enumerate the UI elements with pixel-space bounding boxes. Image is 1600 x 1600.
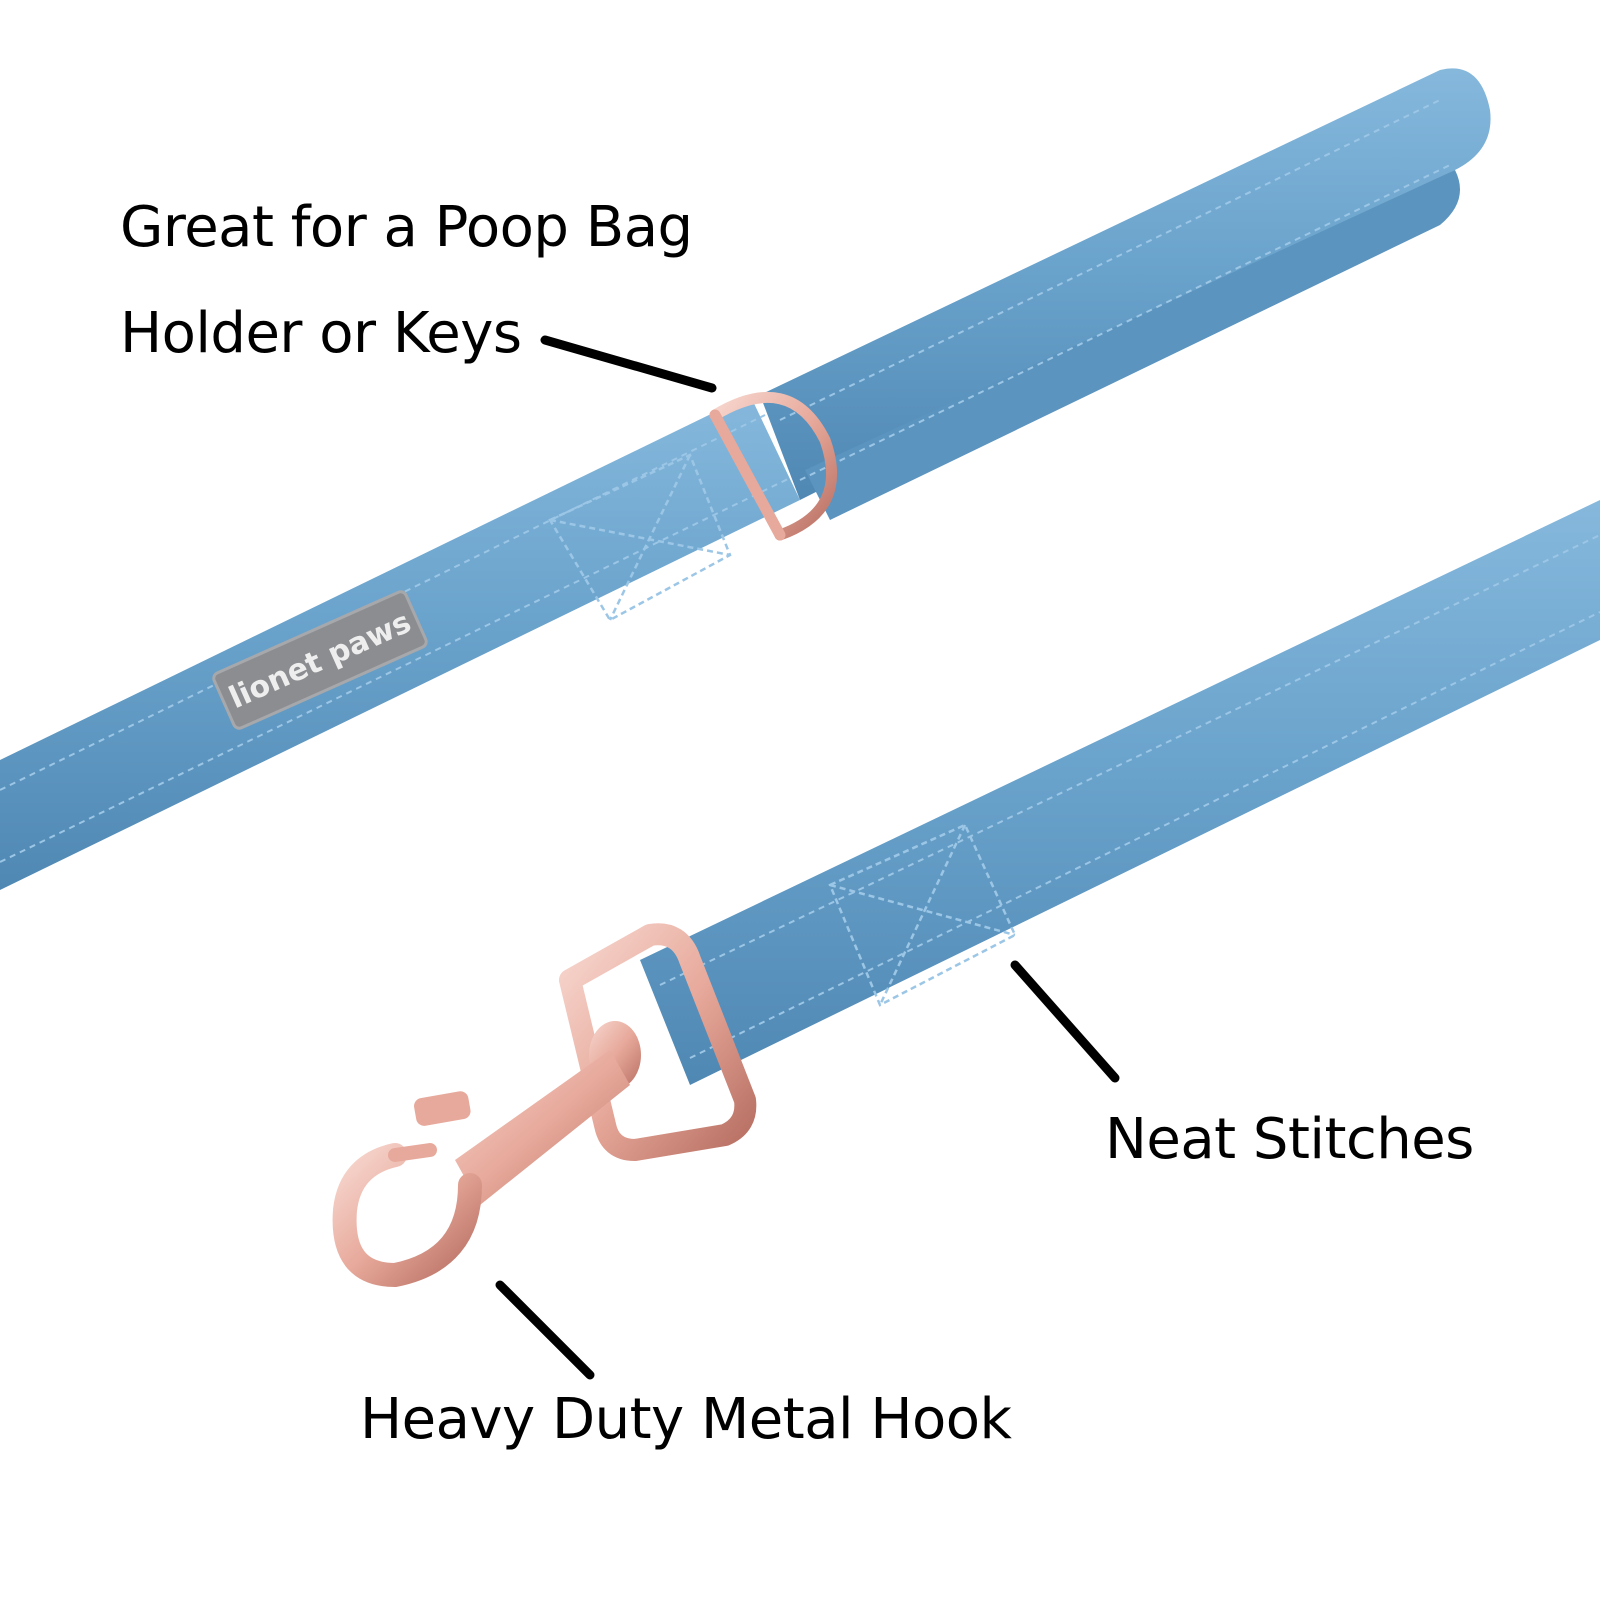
handle-stitch-patch bbox=[548, 453, 732, 622]
handle-loop bbox=[760, 68, 1491, 520]
d-ring bbox=[709, 391, 838, 541]
leader-line-poop-bag bbox=[540, 335, 717, 393]
callout-neat-stitches: Neat Stitches bbox=[1105, 1107, 1474, 1172]
leader-line-hook bbox=[495, 1280, 595, 1380]
strap-stitch-patch bbox=[828, 823, 1017, 1007]
leader-lines bbox=[495, 335, 1120, 1380]
callout-poop-bag-line1: Great for a Poop Bag bbox=[120, 195, 693, 260]
callout-metal-hook: Heavy Duty Metal Hook bbox=[360, 1387, 1012, 1452]
leader-line-stitches bbox=[1010, 960, 1120, 1083]
lower-strap bbox=[640, 500, 1600, 1085]
callout-poop-bag-line2: Holder or Keys bbox=[120, 301, 522, 366]
snap-hook bbox=[332, 923, 757, 1288]
